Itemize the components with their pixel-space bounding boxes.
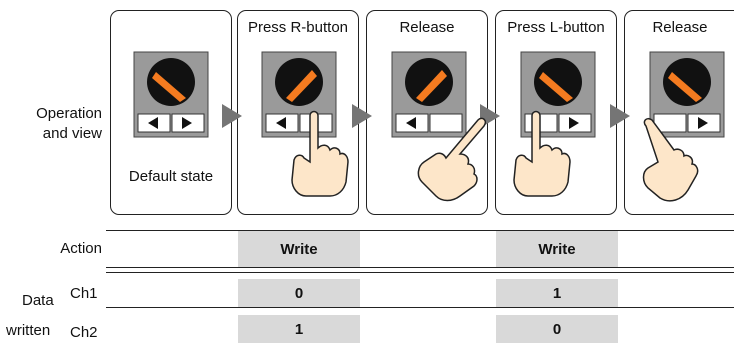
pointing-hand-icon [640,116,700,204]
pointing-hand-icon [414,114,488,204]
ch2-cell: 0 [496,315,618,343]
operation-label: Operation [8,104,102,124]
and-view-label: and view [8,124,102,144]
action-label: Action [8,240,102,257]
switch-icon [134,52,208,137]
panel-title [111,11,231,20]
ch1-cell: 1 [496,279,618,307]
panel-caption: Default state [111,168,231,185]
ch2-cell: 1 [238,315,360,343]
panel-title: Press L-button [496,11,616,36]
panel-title: Press R-button [238,11,358,36]
written-label: written [6,322,50,339]
action-cell-write: Write [496,231,618,267]
ch2-label: Ch2 [70,324,98,341]
arrow-right-icon [610,104,630,128]
pointing-hand-icon [512,110,572,198]
ch1-label: Ch1 [70,285,98,302]
arrow-right-icon [222,104,242,128]
operation-and-view-label: Operation and view [8,104,102,144]
table-rule [106,267,734,268]
table-rule [106,230,734,231]
panel-title: Release [625,11,734,36]
table-rule [106,307,734,308]
data-label: Data [22,292,54,309]
table-rule [106,272,734,273]
arrow-right-icon [352,104,372,128]
ch1-cell: 0 [238,279,360,307]
pointing-hand-icon [290,110,350,198]
action-cell-write: Write [238,231,360,267]
panel-title: Release [367,11,487,36]
